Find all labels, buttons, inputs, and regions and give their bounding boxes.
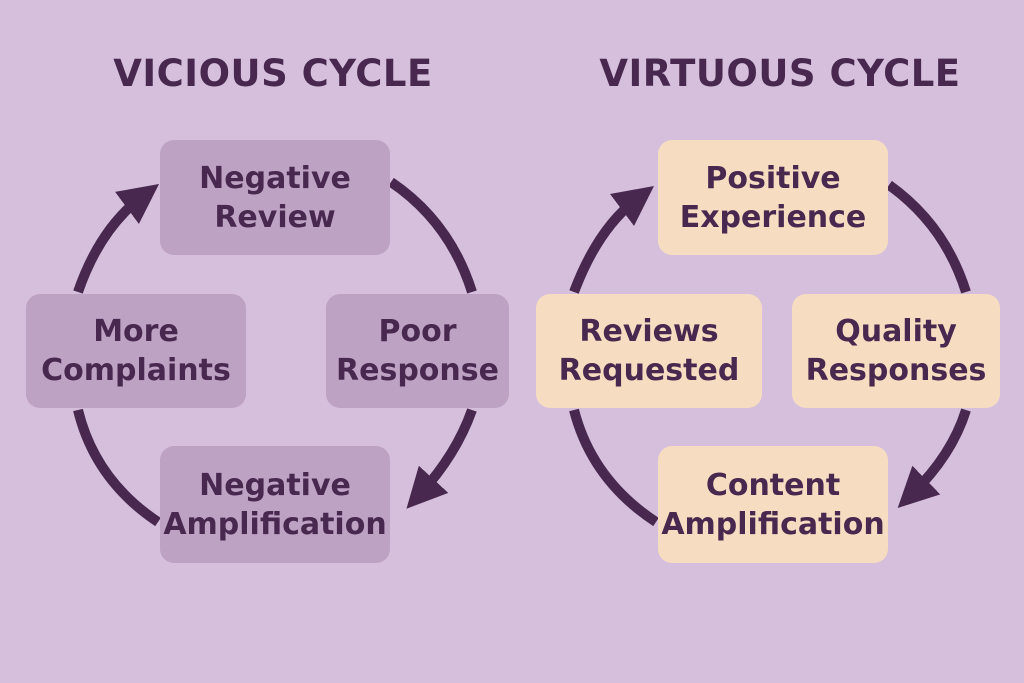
node-label: Content — [705, 467, 841, 503]
node-label: Reviews — [579, 314, 719, 349]
arrow-complaints-to-review — [73, 184, 160, 294]
arrow-review-to-poor-response — [388, 177, 477, 294]
node-label: Requested — [558, 353, 740, 388]
arrow-experience-to-quality — [886, 180, 971, 294]
node-label: Review — [214, 199, 336, 235]
node-label: Positive — [705, 160, 841, 196]
virtuous-cycle-title: VIRTUOUS CYCLE — [599, 52, 961, 95]
arrow-amplification-to-complaints — [73, 408, 161, 527]
node-label: Amplification — [163, 506, 387, 542]
arrow-content-to-requested — [569, 408, 659, 527]
arrow-requested-to-experience — [569, 185, 654, 294]
node-label: Poor — [378, 314, 457, 349]
node-label: Response — [336, 353, 499, 388]
node-label: Responses — [805, 353, 987, 388]
node-label: Amplification — [661, 506, 885, 542]
node-label: Complaints — [41, 353, 231, 388]
arrow-poor-response-to-amplification — [406, 408, 477, 509]
vicious-cycle-title: VICIOUS CYCLE — [113, 52, 433, 95]
node-label: Negative — [199, 467, 351, 503]
node-label: Experience — [679, 199, 867, 235]
node-label: Quality — [835, 314, 957, 349]
node-label: Negative — [199, 160, 351, 196]
node-label: More — [93, 314, 179, 349]
arrow-quality-to-content — [897, 408, 971, 508]
